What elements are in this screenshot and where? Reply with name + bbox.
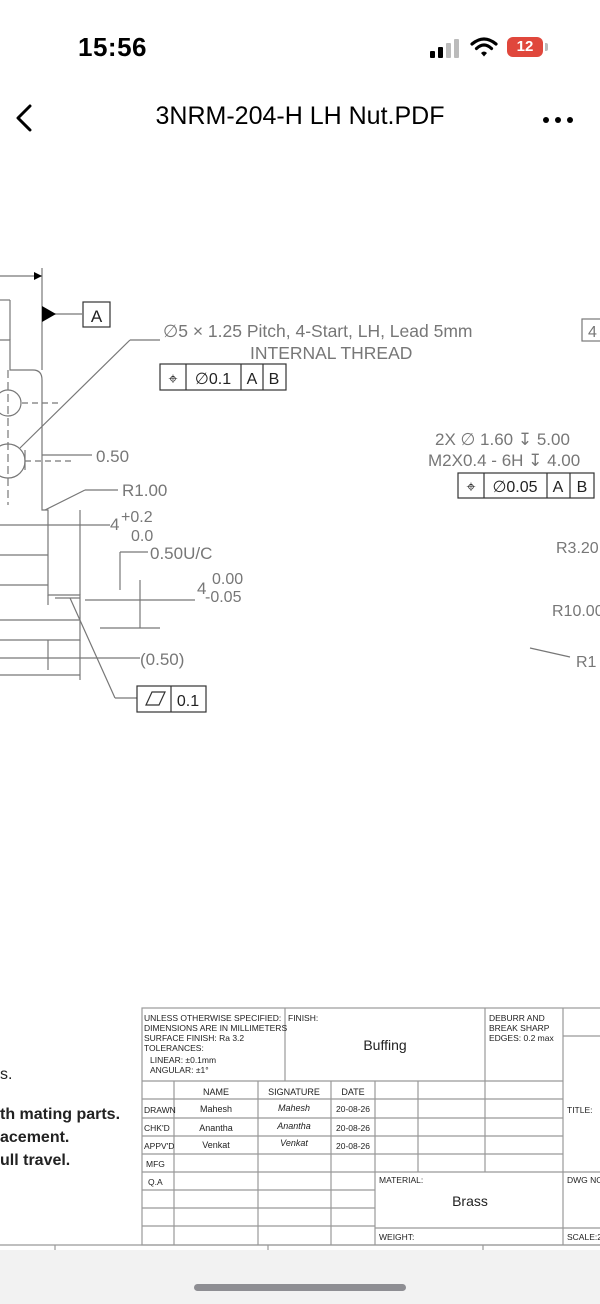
row-name: Anantha — [199, 1123, 233, 1133]
note-line-3: acement. — [0, 1129, 69, 1146]
position-symbol-icon: ⌖ — [168, 371, 177, 388]
fcf1-value: ∅0.1 — [195, 371, 231, 388]
material-value: Brass — [452, 1193, 488, 1209]
fcf2-value: ∅0.05 — [492, 479, 537, 496]
fcf1-ref-b: B — [269, 371, 280, 388]
deburr-line-3: EDGES: 0.2 max — [489, 1033, 554, 1043]
dwg-no-label: DWG NO — [567, 1175, 600, 1185]
approval-rows: DRAWN Mahesh Mahesh 20-08-26 CHK'D Anant… — [144, 1103, 370, 1187]
row-role: DRAWN — [144, 1105, 176, 1115]
scale-label: SCALE:2 — [567, 1232, 600, 1242]
part-outline — [0, 268, 571, 699]
dim-tol-lower: -0.05 — [205, 589, 242, 606]
thread-note-line2: INTERNAL THREAD — [250, 343, 412, 363]
header-name: NAME — [203, 1087, 229, 1097]
arrowheads — [34, 272, 56, 322]
home-indicator[interactable] — [194, 1284, 406, 1291]
row-role: CHK'D — [144, 1123, 170, 1133]
dim-tol-upper: 0.00 — [212, 571, 243, 588]
nav-bar: 3NRM-204-H LH Nut.PDF — [0, 90, 600, 146]
row-date: 20-08-26 — [336, 1104, 370, 1114]
weight-label: WEIGHT: — [379, 1232, 414, 1242]
dim-4: 4 — [110, 515, 119, 534]
deburr-line-1: DEBURR AND — [489, 1013, 545, 1023]
row-role: MFG — [146, 1159, 165, 1169]
spec-line-6: ANGULAR: ±1° — [150, 1065, 209, 1075]
dim-4-second: 4 — [197, 579, 206, 598]
row-signature: Mahesh — [278, 1103, 310, 1113]
flatness-control-frame — [136, 685, 207, 713]
note-line-4: ull travel. — [0, 1152, 70, 1169]
battery-tip — [545, 43, 548, 51]
tolerance-spec: UNLESS OTHERWISE SPECIFIED: DIMENSIONS A… — [144, 1013, 287, 1075]
document-title: 3NRM-204-H LH Nut.PDF — [155, 102, 445, 130]
hole-note-line2: M2X0.4 - 6H ↧ 4.00 — [428, 451, 580, 470]
radius-r3-20: R3.20 — [556, 540, 599, 557]
right-partial-box — [581, 318, 600, 342]
row-name: Mahesh — [200, 1104, 232, 1114]
hole-note-line1: 2X ∅ 1.60 ↧ 5.00 — [435, 430, 570, 449]
spec-line-5: LINEAR: ±0.1mm — [150, 1055, 216, 1065]
row-date: 20-08-26 — [336, 1141, 370, 1151]
datum-a-box — [82, 301, 111, 328]
title-block-grid — [0, 1007, 600, 1250]
finish-label: FINISH: — [288, 1013, 318, 1023]
material-label: MATERIAL: — [379, 1175, 423, 1185]
wifi-icon — [470, 37, 498, 57]
battery-level: 12 — [516, 38, 534, 55]
status-time: 15:56 — [78, 32, 147, 62]
row-signature: Anantha — [276, 1121, 311, 1131]
pdf-drawing-page[interactable]: A ∅5 × 1.25 Pitch, 4-Start, LH, Lead 5mm… — [0, 150, 600, 1250]
fcf2-ref-b: B — [577, 479, 588, 496]
row-signature: Venkat — [280, 1138, 308, 1148]
fcf2-ref-a: A — [553, 479, 564, 496]
dim-zero-tol: 0.0 — [131, 528, 153, 545]
finish-value: Buffing — [363, 1037, 406, 1053]
thread-note-line1: ∅5 × 1.25 Pitch, 4-Start, LH, Lead 5mm — [163, 321, 473, 341]
note-line-1: s. — [0, 1066, 12, 1083]
feature-control-frame-2 — [457, 472, 595, 499]
spec-line-1: UNLESS OTHERWISE SPECIFIED: — [144, 1013, 281, 1023]
dim-plus-tol: +0.2 — [121, 509, 153, 526]
fcf1-ref-a: A — [247, 371, 258, 388]
deburr-line-2: BREAK SHARP — [489, 1023, 550, 1033]
battery-icon: 12 — [507, 37, 543, 57]
signal-icon — [430, 39, 459, 58]
row-role: Q.A — [148, 1177, 163, 1187]
row-date: 20-08-26 — [336, 1123, 370, 1133]
radius-r1-partial: R1 — [576, 654, 597, 671]
dim-r1-00: R1.00 — [122, 481, 167, 500]
back-chevron-icon[interactable] — [10, 100, 42, 136]
header-signature: SIGNATURE — [268, 1087, 320, 1097]
right-partial-box-label: 4 — [588, 324, 597, 341]
feature-control-frame-1 — [159, 363, 287, 391]
row-role: APPV'D — [144, 1141, 174, 1151]
position-symbol-icon-2: ⌖ — [466, 479, 475, 496]
status-bar: 15:56 12 — [0, 0, 600, 90]
dim-0-50-ref: (0.50) — [140, 650, 184, 669]
spec-line-2: DIMENSIONS ARE IN MILLIMETERS — [144, 1023, 287, 1033]
note-line-2: th mating parts. — [0, 1106, 120, 1123]
radius-r10-00: R10.00 — [552, 603, 600, 620]
dim-undercut: 0.50U/C — [150, 544, 212, 563]
datum-a-label: A — [91, 307, 103, 326]
spec-line-4: TOLERANCES: — [144, 1043, 204, 1053]
spec-line-3: SURFACE FINISH: Ra 3.2 — [144, 1033, 244, 1043]
row-name: Venkat — [202, 1140, 230, 1150]
bottom-safe-area — [0, 1250, 600, 1304]
flatness-value: 0.1 — [177, 693, 199, 710]
header-date: DATE — [341, 1087, 364, 1097]
more-options-icon[interactable] — [540, 102, 576, 132]
title-label: TITLE: — [567, 1105, 593, 1115]
dim-0-50: 0.50 — [96, 447, 129, 466]
